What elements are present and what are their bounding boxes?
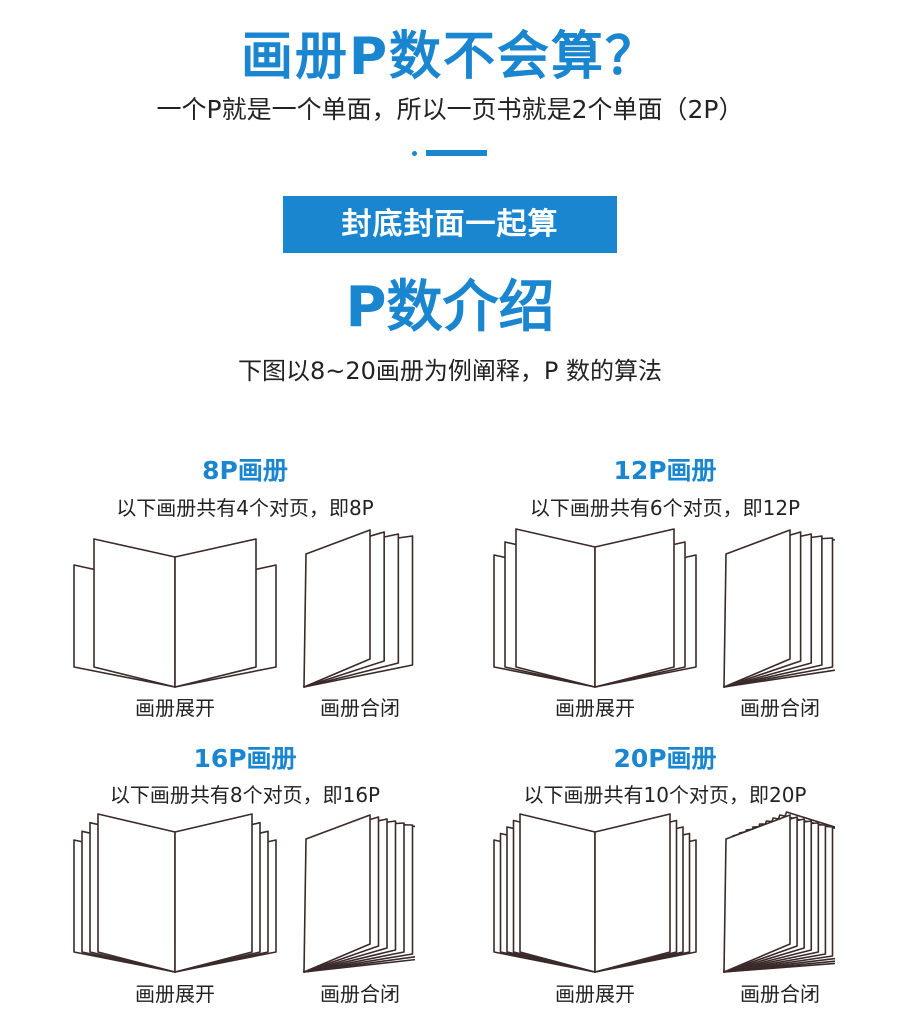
open-caption: 画册展开 [555, 982, 635, 1006]
closed-page [303, 814, 371, 973]
closed-caption: 画册合闭 [740, 982, 820, 1006]
closed-caption: 画册合闭 [740, 696, 820, 720]
open-caption: 画册展开 [555, 696, 635, 720]
book-open-illustration [73, 538, 277, 688]
closed-page [303, 529, 371, 688]
book-title: 16P画册 [193, 744, 297, 773]
page-leaf-right [174, 538, 257, 688]
closed-page [723, 529, 791, 688]
book-description: 以下画册共有10个对页，即20P [523, 783, 807, 807]
open-caption: 画册展开 [135, 982, 215, 1006]
book-closed-illustration [303, 814, 415, 973]
subtitle: 一个P就是一个单面，所以一页书就是2个单面（2P） [156, 95, 744, 124]
page-leaf-left [519, 813, 596, 973]
book-title: 12P画册 [613, 456, 717, 485]
main-title: 画册P数不会算？ [240, 27, 660, 87]
divider [412, 150, 487, 156]
banner: 封底封面一起算 [283, 196, 617, 253]
section-title: P数介绍 [345, 275, 555, 340]
book-title: 20P画册 [613, 744, 717, 773]
page-leaf-left [97, 813, 176, 973]
closed-page [723, 814, 791, 973]
book-description: 以下画册共有6个对页，即12P [529, 496, 801, 520]
book-description: 以下画册共有8个对页，即16P [109, 783, 381, 807]
book-closed-illustration [303, 529, 414, 688]
book-closed-illustration [723, 529, 835, 688]
page-leaf-right [174, 813, 253, 973]
section-description: 下图以8~20画册为例阐释，P 数的算法 [237, 357, 663, 385]
book-open-illustration [493, 528, 697, 688]
closed-caption: 画册合闭 [320, 696, 400, 720]
page-leaf-left [93, 538, 176, 688]
book-description: 以下画册共有4个对页，即8P [116, 496, 374, 520]
closed-caption: 画册合闭 [320, 982, 400, 1006]
book-closed-illustration [723, 811, 835, 973]
page-leaf-right [594, 528, 675, 688]
page-leaf-left [515, 528, 596, 688]
book-open-illustration [493, 813, 697, 973]
book-title: 8P画册 [202, 456, 288, 485]
divider-dot [412, 151, 417, 156]
page-leaf-right [594, 813, 671, 973]
open-caption: 画册展开 [135, 696, 215, 720]
divider-bar [426, 150, 487, 156]
book-open-illustration [73, 813, 277, 973]
